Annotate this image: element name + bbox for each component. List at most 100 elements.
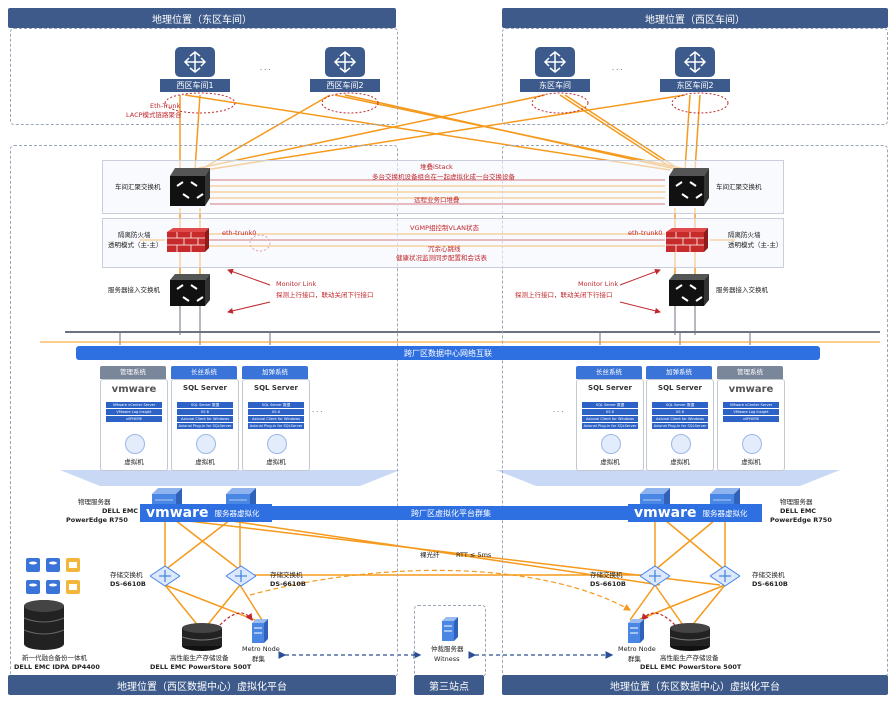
uplink-lines (179, 94, 701, 171)
vm-software-row: IIS 6 (248, 409, 304, 415)
metro-link-left (219, 612, 253, 626)
storage-label-right-1: 高性能生产存储设备 (660, 654, 719, 662)
monitor-link-right: Monitor Link (578, 280, 619, 288)
aggregation-switch-right (664, 166, 709, 208)
funnel-left (60, 470, 400, 486)
vm-software-row: IIS 6 (582, 409, 638, 415)
database-icon (26, 558, 80, 572)
fw-label-left-2: 透明模式（主-主） (108, 241, 163, 249)
stor-sw-label-r2a: 存储交换机 (752, 571, 785, 579)
storage-switch-right-1 (639, 562, 671, 588)
switch-icon (170, 168, 210, 206)
vm-software-row: Axional Plug-in for SQLServer (582, 423, 638, 429)
server-access-switch-right (664, 272, 709, 308)
vm-software-row: Axional Client for Windows (177, 416, 233, 422)
storage-switch-left-2 (225, 562, 257, 588)
workshop-label: 东区车间 (520, 79, 590, 92)
metro-node-left (250, 618, 270, 644)
firewall-left (165, 228, 210, 254)
switch-icon (639, 565, 671, 587)
agg-label-left: 车间汇聚交换机 (115, 183, 161, 191)
vm-label: 虚拟机 (195, 458, 215, 466)
metro-link-right (641, 612, 676, 626)
router-icon (535, 47, 575, 77)
stor-sw-label-l1a: 存储交换机 (110, 571, 143, 579)
production-storage-left (180, 622, 224, 652)
storage-label-right-2: DELL EMC PowerStore 500T (640, 663, 742, 671)
aggregation-switch-left (165, 166, 210, 208)
workshop-switch-right-1: 东区车间 (520, 45, 590, 93)
region-footer-left: 地理位置（西区数据中心）虚拟化平台 (8, 675, 396, 695)
heartbeat-note: 冗余心跳线 (428, 245, 461, 253)
vmware-logo: vmware (111, 384, 157, 395)
vmware-logo: vmware (146, 505, 209, 521)
vm-label: 虚拟机 (600, 458, 620, 466)
monitor-link-left-desc: 探测上行接口，联动关闭下行接口 (276, 291, 374, 299)
vm-box-caption: 长丝系统 (171, 366, 237, 379)
vm-software-row: SQL Server 数据 (582, 402, 638, 408)
vm-label: 虚拟机 (741, 458, 761, 466)
witness-label-1: 仲裁服务器 (431, 645, 464, 653)
storage-switch-left-1 (149, 562, 181, 588)
region-footer-mid: 第三站点 (414, 675, 484, 695)
vm-box-caption: 加弹系统 (646, 366, 712, 379)
fiber-note: 裸光纤 (420, 551, 440, 559)
funnel-right (496, 470, 840, 486)
ellipsis: · · · (260, 66, 271, 74)
vm-box-caption: 管理系统 (717, 366, 783, 379)
access-label-right: 服务器接入交换机 (716, 286, 768, 294)
backup-icons (24, 556, 84, 576)
sql-server-logo: SQL Server (183, 384, 227, 392)
vm-icon (671, 434, 691, 454)
vm-software-row: Axional Client for Windows (248, 416, 304, 422)
async-replication (249, 569, 632, 611)
vm-software-row: IIS 6 (652, 409, 708, 415)
vm-icon (196, 434, 216, 454)
vm-box-caption: 加弹系统 (242, 366, 308, 379)
switch-icon (669, 168, 709, 206)
eth-trunk-note: Eth-Trunk (150, 102, 181, 110)
stor-sw-label-l2b: DS-6610B (270, 580, 306, 588)
virt-badge-right: vmware 服务器虚拟化 (628, 504, 762, 522)
monitor-link-right-desc: 探测上行接口，联动关闭下行接口 (515, 291, 613, 299)
metro-label-left-2: 群集 (252, 655, 265, 663)
storage-icon (23, 600, 65, 650)
vm-ellipsis-right: · · · (553, 408, 564, 416)
annotation-arrows (164, 92, 729, 314)
phys-label-right-2: DELL EMC (780, 507, 817, 515)
folder-icon (26, 580, 80, 594)
backup-label-1: 新一代融合备份一体机 (22, 654, 87, 662)
access-label-left: 服务器接入交换机 (108, 286, 160, 294)
vm-software-row: VMware vCenter Server (106, 402, 162, 408)
vm-software-row: VMware vCenter Server (723, 402, 779, 408)
workshop-switch-left-2: 西区车间2 (310, 45, 380, 93)
vm-icon (125, 434, 145, 454)
vm-box-caption: 长丝系统 (576, 366, 642, 379)
monitor-link-left: Monitor Link (276, 280, 317, 288)
cluster-bar: 跨厂区虚拟化平台群集 (140, 506, 762, 520)
fw-label-right-2: 透明模式（主-主） (728, 241, 783, 249)
vmware-logo: vmware (634, 505, 697, 521)
vm-software-row: SQL Server 数据 (177, 402, 233, 408)
vm-software-row: Axional Plug-in for SQLServer (248, 423, 304, 429)
fw-label-right-1: 隔离防火墙 (728, 231, 761, 239)
server-icon (628, 619, 644, 643)
workshop-label: 西区车间1 (160, 79, 230, 92)
phys-label-right-1: 物理服务器 (780, 498, 813, 506)
storage-label-left-2: DELL EMC PowerStore 500T (150, 663, 252, 671)
switch-icon (669, 274, 709, 306)
vm-label: 虚拟机 (124, 458, 144, 466)
storage-label-left-1: 高性能生产存储设备 (170, 654, 229, 662)
vm-software-row: IIS 6 (177, 409, 233, 415)
sql-server-logo: SQL Server (588, 384, 632, 392)
vm-box-caption: 管理系统 (100, 366, 166, 379)
vm-software-row: vSPHERE (723, 416, 779, 422)
vgmp-note: VGMP组控制VLAN状态 (410, 224, 480, 232)
vm-software-row: Axional Plug-in for SQLServer (177, 423, 233, 429)
fw-label-left-1: 隔离防火墙 (118, 231, 151, 239)
